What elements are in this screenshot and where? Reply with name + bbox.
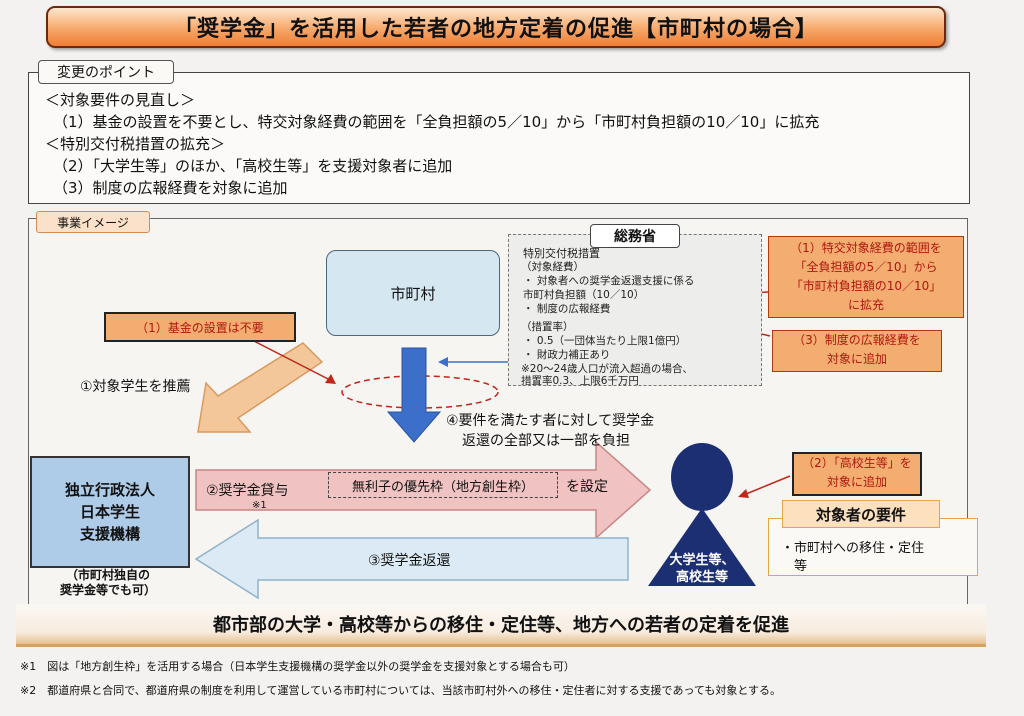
somu-line-5: ・ 制度の広報経費 (523, 303, 611, 315)
somu-line-4: 市町村負担額（10／10） (523, 289, 645, 301)
somu-line-10: 措置率0.3、上限6千万円 (521, 375, 639, 387)
jasso-sub: （市町村独自の 奨学金等でも可） (30, 568, 186, 598)
recommend-label: ①対象学生を推薦 (80, 379, 191, 395)
points-line-4: （2）「大学生等」のほか、「高校生等」を支援対象者に追加 (53, 157, 453, 175)
jasso-box: 独立行政法人 日本学生 支援機構 (30, 456, 190, 568)
student-figure (648, 443, 756, 586)
jasso-sub-line-1: （市町村独自の (65, 568, 150, 582)
loan-arrow (195, 440, 652, 540)
note-1-line-1: （1）特交対象経費の範囲を (790, 241, 942, 255)
burden-label-1: ④要件を満たす者に対して奨学金 (446, 413, 655, 429)
image-tab: 事業イメージ (36, 211, 150, 233)
somusho-title: 総務省 (590, 224, 680, 248)
note-2-line-1: （2）「高校生等」を (802, 456, 912, 470)
note-3-line-2: 対象に追加 (826, 352, 887, 366)
note-3: （3）制度の広報経費を 対象に追加 (772, 330, 942, 372)
jasso-line-2: 日本学生 (79, 503, 140, 521)
loan-note: ※1 (252, 500, 267, 511)
repay-label: ③奨学金返還 (368, 553, 451, 569)
points-line-5: （3）制度の広報経費を対象に追加 (53, 179, 288, 197)
points-line-1: ＜対象要件の見直し＞ (45, 91, 196, 109)
note-1-line-3: 「市町村負担額の10／10」 (790, 279, 942, 293)
set-label: を設定 (566, 479, 608, 495)
points-tab: 変更のポイント (38, 60, 174, 84)
burden-label-2: 返還の全部又は一部を負担 (462, 433, 630, 449)
points-box: ＜対象要件の見直し＞ （1）基金の設置を不要とし、特交対象経費の範囲を「全負担額… (28, 72, 970, 204)
somu-line-1: 特別交付税措置 (523, 247, 600, 260)
points-line-3: ＜特別交付税措置の拡充＞ (45, 135, 226, 153)
jasso-line-3: 支援機構 (79, 525, 140, 543)
requirements-line-2: 等 (781, 559, 808, 574)
student-label-1: 大学生等、 (669, 553, 735, 568)
bottom-banner: 都市部の大学・高校等からの移住・定住等、地方への若者の定着を促進 (16, 604, 986, 647)
fund-note: （1）基金の設置は不要 (104, 312, 296, 342)
repay-arrow (194, 518, 629, 600)
note-2-line-2: 対象に追加 (826, 475, 887, 489)
somusho-box: 特別交付税措置 （対象経費） ・ 対象者への奨学金返還支援に係る 市町村負担額（… (508, 234, 762, 387)
requirements-title: 対象者の要件 (782, 500, 940, 528)
priority-frame: 無利子の優先枠（地方創生枠） (328, 472, 558, 498)
points-line-2: （1）基金の設置を不要とし、特交対象経費の範囲を「全負担額の5／10」から「市町… (53, 113, 820, 131)
somu-line-3: ・ 対象者への奨学金返還支援に係る (523, 275, 695, 287)
page-title: 「奨学金」を活用した若者の地方定着の促進【市町村の場合】 (46, 6, 946, 48)
footnote-2: ※2 都道府県と合同で、都道府県の制度を利用して運営している市町村については、当… (20, 684, 782, 697)
somu-line-6: （措置率） (521, 321, 574, 333)
note-1-line-2: 「全負担額の5／10」から (794, 260, 938, 274)
requirements-line-1: ・市町村への移住・定住 (781, 541, 925, 556)
student-label: 大学生等、 高校生等 (660, 552, 744, 586)
jasso-sub-line-2: 奨学金等でも可） (59, 583, 156, 597)
loan-label: ②奨学金貸与 (206, 483, 289, 499)
somu-line-9: ※20～24歳人口が流入超過の場合、 (521, 363, 694, 375)
footnote-1: ※1 図は「地方創生枠」を活用する場合（日本学生支援機構の奨学金以外の奨学金を支… (20, 660, 575, 673)
somu-line-8: ・ 財政力補正あり (523, 349, 611, 361)
note-3-line-1: （3）制度の広報経費を (793, 333, 921, 347)
jasso-line-1: 独立行政法人 (64, 481, 155, 499)
note-1-line-4: に拡充 (847, 298, 884, 312)
note-2: （2）「高校生等」を 対象に追加 (792, 452, 922, 496)
municipality-box: 市町村 (326, 250, 500, 336)
note-1: （1）特交対象経費の範囲を 「全負担額の5／10」から 「市町村負担額の10／1… (768, 236, 964, 318)
somu-line-7: ・ 0.5（一団体当たり上限1億円） (523, 335, 687, 347)
somu-line-2: （対象経費） (521, 261, 584, 273)
student-label-2: 高校生等 (675, 570, 728, 585)
recommend-arrow (197, 342, 324, 433)
burden-arrow (386, 347, 442, 443)
